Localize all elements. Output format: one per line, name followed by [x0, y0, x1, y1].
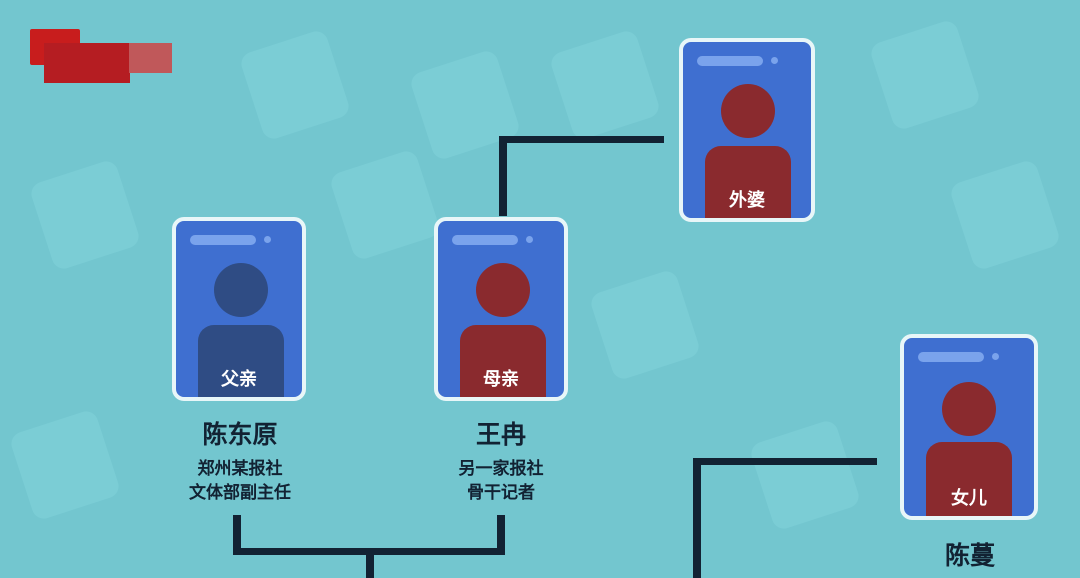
avatar-body-icon: [926, 442, 1012, 516]
role-label: 父亲: [221, 369, 257, 390]
background-tile: [8, 408, 122, 522]
background-tile: [238, 28, 352, 142]
background-tile: [868, 18, 982, 132]
father-card: 父亲: [172, 217, 306, 401]
daughter-card: 女儿: [900, 334, 1038, 520]
mother-desc-line2: 骨干记者: [467, 483, 535, 503]
connector-parents-child: [366, 548, 374, 578]
daughter-name: 陈蔓: [944, 541, 995, 570]
card-bar: [697, 56, 763, 66]
background-tile: [588, 268, 702, 382]
avatar-head-icon: [721, 84, 775, 138]
card-dot: [526, 236, 533, 243]
background-tile: [28, 158, 142, 272]
connector-mother-down: [497, 515, 505, 555]
grandmother-card: 外婆: [679, 38, 815, 222]
mother-card: 母亲: [434, 217, 568, 401]
role-label: 外婆: [729, 190, 765, 211]
avatar-body-icon: [705, 146, 791, 218]
avatar-head-icon: [214, 263, 268, 317]
father-name: 陈东原: [202, 420, 278, 449]
card-bar: [452, 235, 518, 245]
father-desc-line1: 郑州某报社: [197, 459, 283, 479]
connector-mother-grandma-vertical: [499, 136, 507, 216]
avatar-body-icon: [198, 325, 284, 397]
connector-father-down: [233, 515, 241, 555]
role-label: 母亲: [483, 369, 519, 390]
card-bar: [190, 235, 256, 245]
avatar-head-icon: [942, 382, 996, 436]
card-bar: [918, 352, 984, 362]
connector-daughter-vertical: [693, 458, 701, 578]
father-desc-line2: 文体部副主任: [189, 483, 291, 503]
avatar-body-icon: [460, 325, 546, 397]
background-tile: [328, 148, 442, 262]
card-dot: [992, 353, 999, 360]
background-tile: [948, 158, 1062, 272]
mother-desc-line1: 另一家报社: [458, 459, 544, 479]
background-tile: [748, 418, 862, 532]
connector-mother-grandma-horizontal: [499, 136, 664, 143]
card-dot: [771, 57, 778, 64]
mother-name: 王冉: [475, 420, 526, 449]
connector-daughter-horizontal: [693, 458, 877, 465]
background-tile: [548, 28, 662, 142]
role-label: 女儿: [951, 488, 987, 509]
avatar-head-icon: [476, 263, 530, 317]
card-dot: [264, 236, 271, 243]
